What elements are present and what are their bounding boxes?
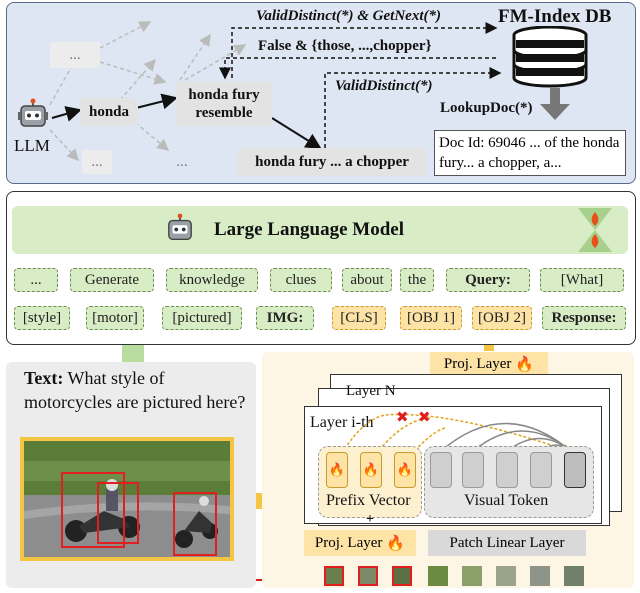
token: [motor] <box>86 306 144 330</box>
patch-thumbnail <box>392 566 412 586</box>
call-valid: ValidDistinct(*) <box>335 78 433 94</box>
patch-thumbnail <box>564 566 584 586</box>
robot-icon <box>166 213 194 245</box>
plus-sign: + <box>366 512 374 527</box>
visual-token-label: Visual Token <box>464 492 549 509</box>
ghost-node: ... <box>176 153 188 170</box>
prefix-token: 🔥 <box>360 452 382 488</box>
llm-title-bar <box>12 206 628 254</box>
query-text: Text: What style of motorcycles are pict… <box>24 366 246 414</box>
query-sentence: What style of motorcycles are pictured h… <box>24 368 246 412</box>
patch-thumbnail <box>428 566 448 586</box>
doc-box: Doc Id: 69046 ... of the honda fury... a… <box>434 130 626 176</box>
proj-layer-top: Proj. Layer 🔥 <box>430 352 548 376</box>
fire-icon: 🔥 <box>386 535 406 552</box>
ghost-node: ... <box>82 150 112 174</box>
lookup-label: LookupDoc(*) <box>440 100 533 116</box>
doc-text: Doc Id: 69046 ... of the honda fury... a… <box>439 135 620 171</box>
token: [pictured] <box>162 306 242 330</box>
token: Generate <box>70 268 154 292</box>
patch-thumbnail <box>462 566 482 586</box>
patch-thumbnail <box>358 566 378 586</box>
proj-layer-bottom: Proj. Layer 🔥 <box>304 530 416 556</box>
patch-thumbnail <box>496 566 516 586</box>
fm-index-label: FM-Index DB <box>498 6 612 27</box>
call-valid-next: ValidDistinct(*) & GetNext(*) <box>256 8 441 24</box>
proj-layer-top-label: Proj. Layer <box>443 355 512 372</box>
fire-icon <box>578 208 612 252</box>
token: Response: <box>542 306 626 330</box>
patch-linear-label: Patch Linear Layer <box>449 534 565 551</box>
database-icon <box>510 26 590 88</box>
token: Query: <box>446 268 530 292</box>
text-label: Text: <box>24 368 64 388</box>
ghost-node: ... <box>50 42 100 68</box>
token: ... <box>14 268 58 292</box>
token: IMG: <box>256 306 314 330</box>
proj-layer-bottom-label: Proj. Layer <box>314 534 383 551</box>
patch-linear-layer: Patch Linear Layer <box>428 530 586 556</box>
token: about <box>342 268 392 292</box>
token: [CLS] <box>332 306 386 330</box>
token: [OBJ 1] <box>400 306 462 330</box>
token: [style] <box>14 306 70 330</box>
visual-token <box>462 452 484 488</box>
visual-token <box>530 452 552 488</box>
patch-thumbnail <box>324 566 344 586</box>
layer-n-label: Layer N <box>346 383 396 399</box>
token: the <box>400 268 434 292</box>
svg-text:✖: ✖ <box>396 408 409 426</box>
prefix-token: 🔥 <box>326 452 348 488</box>
token: [What] <box>540 268 624 292</box>
visual-token <box>430 452 452 488</box>
node-honda-fury-chopper: honda fury ... a chopper <box>238 148 426 176</box>
motorcycle-image <box>20 437 234 561</box>
prefix-vector-label: Prefix Vector <box>326 492 411 509</box>
fire-icon: 🔥 <box>515 356 535 373</box>
llm-label: LLM <box>14 136 50 155</box>
visual-token <box>496 452 518 488</box>
patch-thumbnail <box>530 566 550 586</box>
prefix-token: 🔥 <box>394 452 416 488</box>
svg-text:✖: ✖ <box>418 408 431 426</box>
layer-i-label: Layer i-th <box>310 414 374 431</box>
robot-icon <box>18 98 48 132</box>
visual-token <box>564 452 586 488</box>
token: clues <box>270 268 332 292</box>
node-honda: honda <box>80 98 138 126</box>
llm-title: Large Language Model <box>214 219 404 240</box>
node-honda-fury-resemble: honda fury resemble <box>176 82 272 126</box>
token: knowledge <box>166 268 258 292</box>
token: [OBJ 2] <box>472 306 532 330</box>
call-false: False & {those, ...,chopper} <box>258 38 432 54</box>
